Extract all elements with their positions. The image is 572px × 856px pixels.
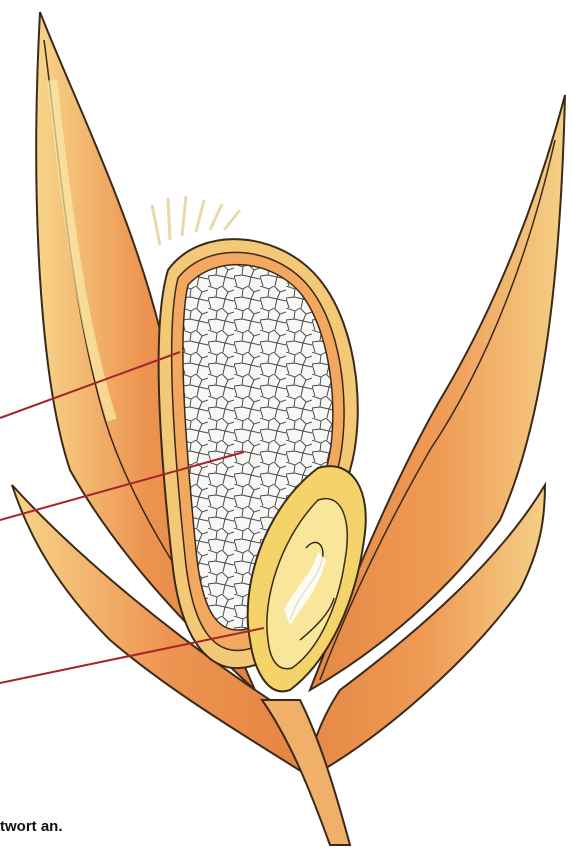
caption-text: twort an. <box>0 818 63 835</box>
grain-hairs <box>152 196 240 245</box>
